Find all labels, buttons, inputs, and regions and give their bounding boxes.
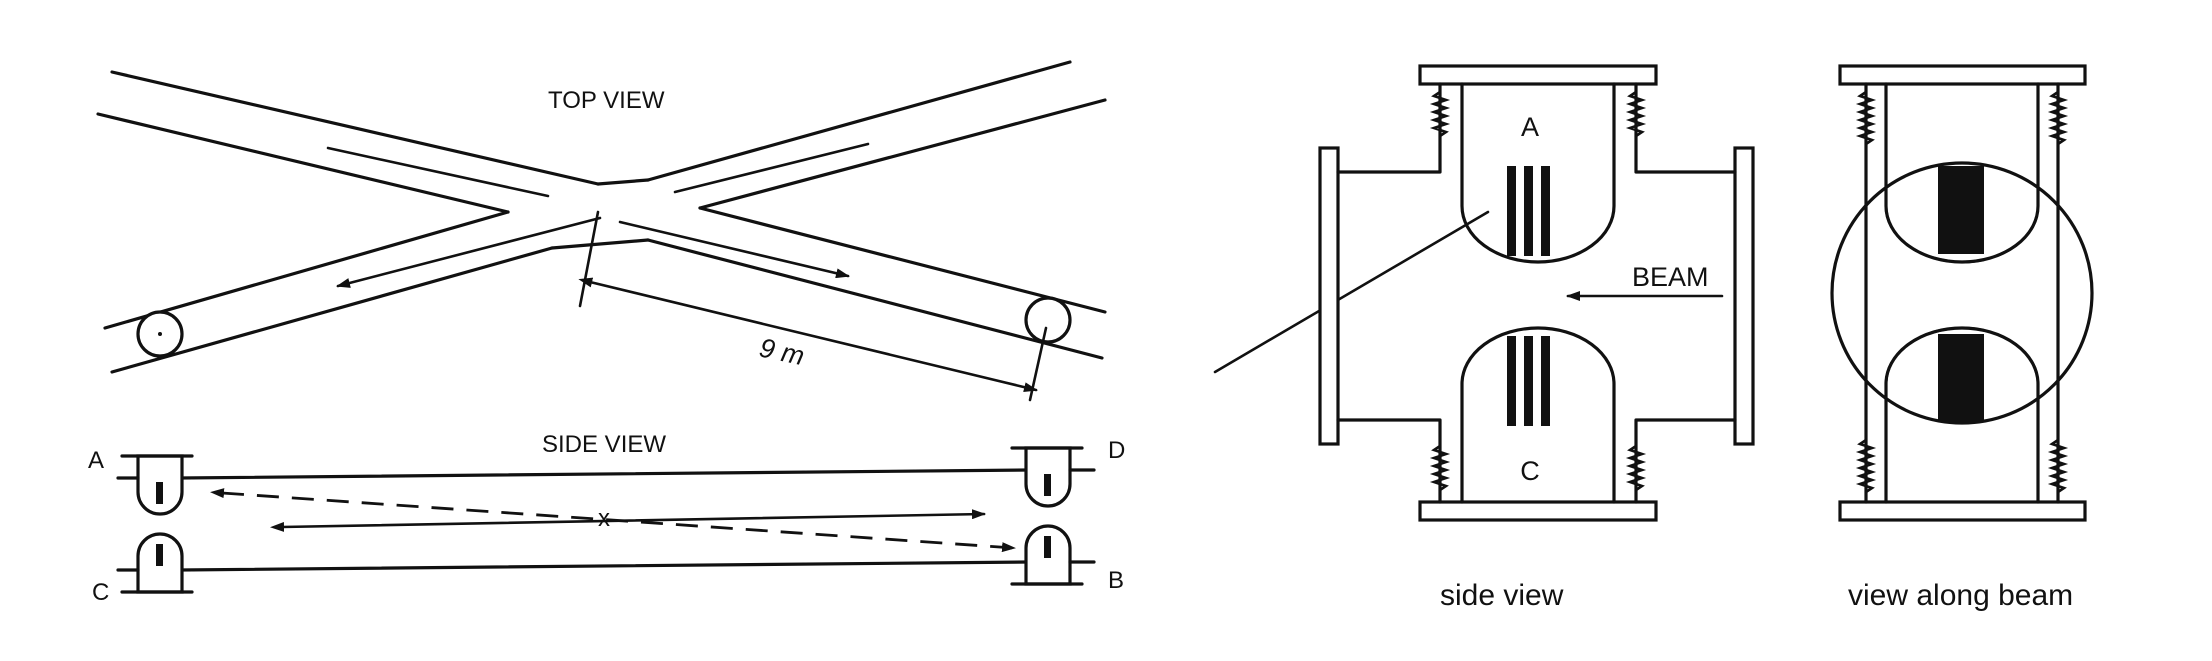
top-view: TOP VIEW — [96, 60, 1107, 402]
top-view-label: TOP VIEW — [548, 87, 665, 114]
caption-side-view: side view — [1440, 579, 1564, 612]
view-along-beam: view along beam — [1830, 64, 2094, 612]
top-flange — [1418, 64, 1658, 86]
bottom-flange — [1418, 500, 1658, 522]
detector-c-side: C — [92, 532, 194, 606]
point-b-label: B — [1108, 567, 1124, 594]
beam-label: BEAM — [1632, 262, 1709, 292]
ring-a-walls — [96, 70, 1107, 360]
distance-label: 9 m — [757, 333, 807, 372]
right-flange — [1733, 146, 1755, 446]
detector-a-label: A — [1521, 112, 1539, 142]
along-bottom-flange — [1838, 500, 2087, 522]
upper-beam-pipe — [178, 468, 1030, 480]
pot-c — [1460, 326, 1616, 504]
beam-tube-circle — [1830, 161, 2094, 425]
along-top-flange — [1838, 64, 2087, 86]
side-view-left: SIDE VIEW x A C D — [88, 431, 1125, 606]
side-view-detail: A C BEAM side view — [1318, 64, 1755, 612]
beam-arrow-right — [618, 220, 850, 279]
detector-c-label: C — [1520, 456, 1540, 486]
point-c-label: C — [92, 579, 109, 606]
detector-a-side: A — [88, 447, 194, 516]
top-right-detector-circle — [1024, 296, 1072, 344]
side-view-left-label: SIDE VIEW — [542, 431, 666, 458]
detector-b-side: B — [1010, 524, 1124, 594]
svg-text:x: x — [598, 505, 610, 532]
left-flange — [1318, 146, 1340, 446]
point-d-label: D — [1108, 437, 1125, 464]
solid-path — [270, 509, 986, 532]
crossing-region — [326, 142, 870, 250]
beam-arrow-left — [336, 216, 602, 288]
pointer-line — [1213, 210, 1490, 374]
point-a-label: A — [88, 447, 104, 474]
lower-beam-pipe — [178, 560, 1030, 572]
ring-b-walls — [103, 60, 1107, 374]
detector-d-side: D — [1010, 437, 1125, 508]
pot-a — [1460, 82, 1616, 264]
caption-view-along-beam: view along beam — [1848, 579, 2073, 612]
